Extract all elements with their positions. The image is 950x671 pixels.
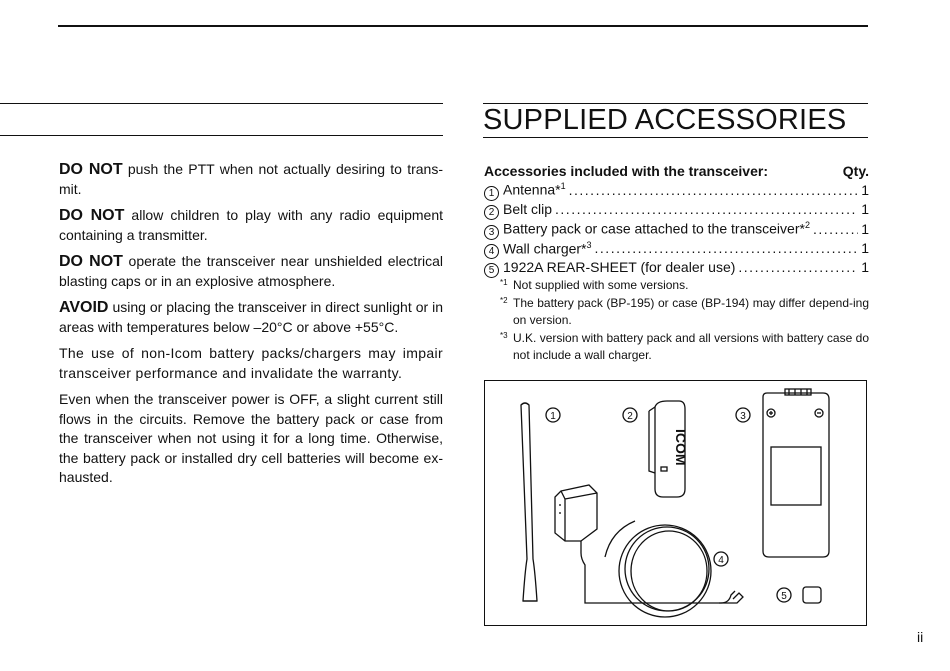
precautions-column: DO NOT push the PTT when not actually de… bbox=[59, 160, 443, 495]
item-qty: 1 bbox=[861, 200, 869, 217]
belt-clip-drawing bbox=[648, 400, 686, 498]
item-number-badge: 1 bbox=[484, 185, 499, 201]
paragraph-text: The use of non-Icom battery packs/charge… bbox=[59, 345, 443, 381]
accessory-item-wall-charger: 4 Wall charger*3 1 bbox=[484, 239, 869, 259]
callout-3 bbox=[735, 407, 751, 423]
callout-number: 4 bbox=[718, 555, 724, 566]
rear-sheet-drawing bbox=[802, 586, 822, 604]
footnote-mark: *2 bbox=[500, 295, 508, 305]
item-label: Wall charger*3 bbox=[503, 239, 592, 257]
precaution-paragraph: DO NOT allow children to play with any r… bbox=[59, 206, 443, 245]
callout-number: 2 bbox=[627, 411, 633, 422]
item-qty: 1 bbox=[861, 220, 869, 237]
leader-dots bbox=[569, 182, 859, 198]
item-qty: 1 bbox=[861, 240, 869, 257]
leader-dots bbox=[595, 240, 859, 256]
precaution-text: using or placing the transceiver in dire… bbox=[59, 299, 443, 335]
item-number-badge: 4 bbox=[484, 244, 499, 259]
leader-dots bbox=[813, 221, 858, 237]
callout-5 bbox=[776, 587, 792, 603]
precaution-paragraph: DO NOT operate the transceiver near unsh… bbox=[59, 252, 443, 291]
callout-2 bbox=[622, 407, 638, 423]
accessories-header: Accessories included with the transceive… bbox=[484, 163, 869, 179]
precaution-keyword: DO NOT bbox=[59, 207, 125, 224]
accessories-illustration: 1 2 3 4 5 ICOM bbox=[484, 380, 867, 626]
power-off-paragraph: Even when the transceiver power is OFF, … bbox=[59, 390, 443, 488]
item-qty: 1 bbox=[861, 259, 869, 275]
footnote: *2 The battery pack (BP-195) or case (BP… bbox=[500, 295, 869, 330]
item-label: Antenna*1 bbox=[503, 181, 566, 198]
item-label: 1922A REAR-SHEET (for dealer use) bbox=[503, 259, 736, 275]
callout-4 bbox=[713, 551, 729, 567]
footnotes: *1 Not supplied with some versions. *2 T… bbox=[500, 277, 869, 365]
precaution-paragraph: DO NOT push the PTT when not actually de… bbox=[59, 160, 443, 199]
callout-number: 1 bbox=[550, 411, 556, 422]
paragraph-text: Even when the transceiver power is OFF, … bbox=[59, 391, 443, 485]
page-number: ii bbox=[917, 629, 924, 645]
accessories-drawing: 1 2 3 4 5 ICOM bbox=[520, 388, 830, 618]
leader-dots bbox=[555, 201, 858, 217]
footnote-mark: *1 bbox=[500, 278, 508, 287]
footnote-text: Not supplied with some versions. bbox=[513, 278, 689, 292]
title-rule-top bbox=[483, 103, 868, 104]
precaution-text: push the PTT when not actually desiring … bbox=[59, 161, 444, 197]
item-number-badge: 2 bbox=[484, 204, 499, 220]
wall-charger-drawing bbox=[554, 484, 744, 618]
leader-dots bbox=[738, 259, 858, 275]
precaution-keyword: DO NOT bbox=[59, 253, 123, 270]
accessory-item-belt-clip: 2 Belt clip 1 bbox=[484, 201, 869, 221]
item-number-badge: 5 bbox=[484, 263, 499, 278]
battery-warning-paragraph: The use of non-Icom battery packs/charge… bbox=[59, 344, 443, 383]
accessories-header-qty: Qty. bbox=[842, 163, 869, 179]
top-rule bbox=[58, 25, 868, 27]
accessories-list: 1 Antenna*1 1 2 Belt clip 1 3 Battery pa… bbox=[484, 181, 869, 279]
antenna-drawing bbox=[520, 402, 538, 602]
footnote-mark: *3 bbox=[500, 330, 508, 340]
accessory-item-rear-sheet: 5 1922A REAR-SHEET (for dealer use) 1 bbox=[484, 259, 869, 279]
accessory-item-battery: 3 Battery pack or case attached to the t… bbox=[484, 220, 869, 240]
precaution-keyword: AVOID bbox=[59, 299, 109, 316]
callout-1 bbox=[545, 407, 561, 423]
precaution-paragraph: AVOID using or placing the transceiver i… bbox=[59, 298, 443, 337]
footnote-text: The battery pack (BP-195) or case (BP-19… bbox=[513, 295, 869, 328]
left-header-rule-top bbox=[0, 103, 443, 104]
precaution-text: allow children to play with any radio eq… bbox=[59, 207, 443, 243]
callout-number: 5 bbox=[781, 591, 787, 602]
battery-pack-drawing bbox=[762, 388, 830, 558]
title-rule-bottom bbox=[483, 137, 868, 138]
accessories-header-label: Accessories included with the transceive… bbox=[484, 163, 768, 179]
footnote: *1 Not supplied with some versions. bbox=[500, 277, 869, 295]
footnote: *3 U.K. version with battery pack and al… bbox=[500, 330, 869, 365]
item-number-badge: 3 bbox=[484, 224, 499, 240]
left-header-rule-bottom bbox=[0, 135, 443, 136]
item-label: Battery pack or case attached to the tra… bbox=[503, 220, 810, 237]
precaution-keyword: DO NOT bbox=[59, 161, 123, 178]
callout-number: 3 bbox=[740, 411, 746, 422]
item-label: Belt clip bbox=[503, 200, 553, 217]
item-qty: 1 bbox=[861, 181, 869, 198]
accessory-item-antenna: 1 Antenna*1 1 bbox=[484, 181, 869, 201]
footnote-text: U.K. version with battery pack and all v… bbox=[513, 330, 869, 363]
precaution-text: operate the transceiver near unshielded … bbox=[59, 253, 443, 289]
belt-clip-brand-text: ICOM bbox=[673, 429, 689, 466]
section-title: SUPPLIED ACCESSORIES bbox=[483, 104, 847, 136]
